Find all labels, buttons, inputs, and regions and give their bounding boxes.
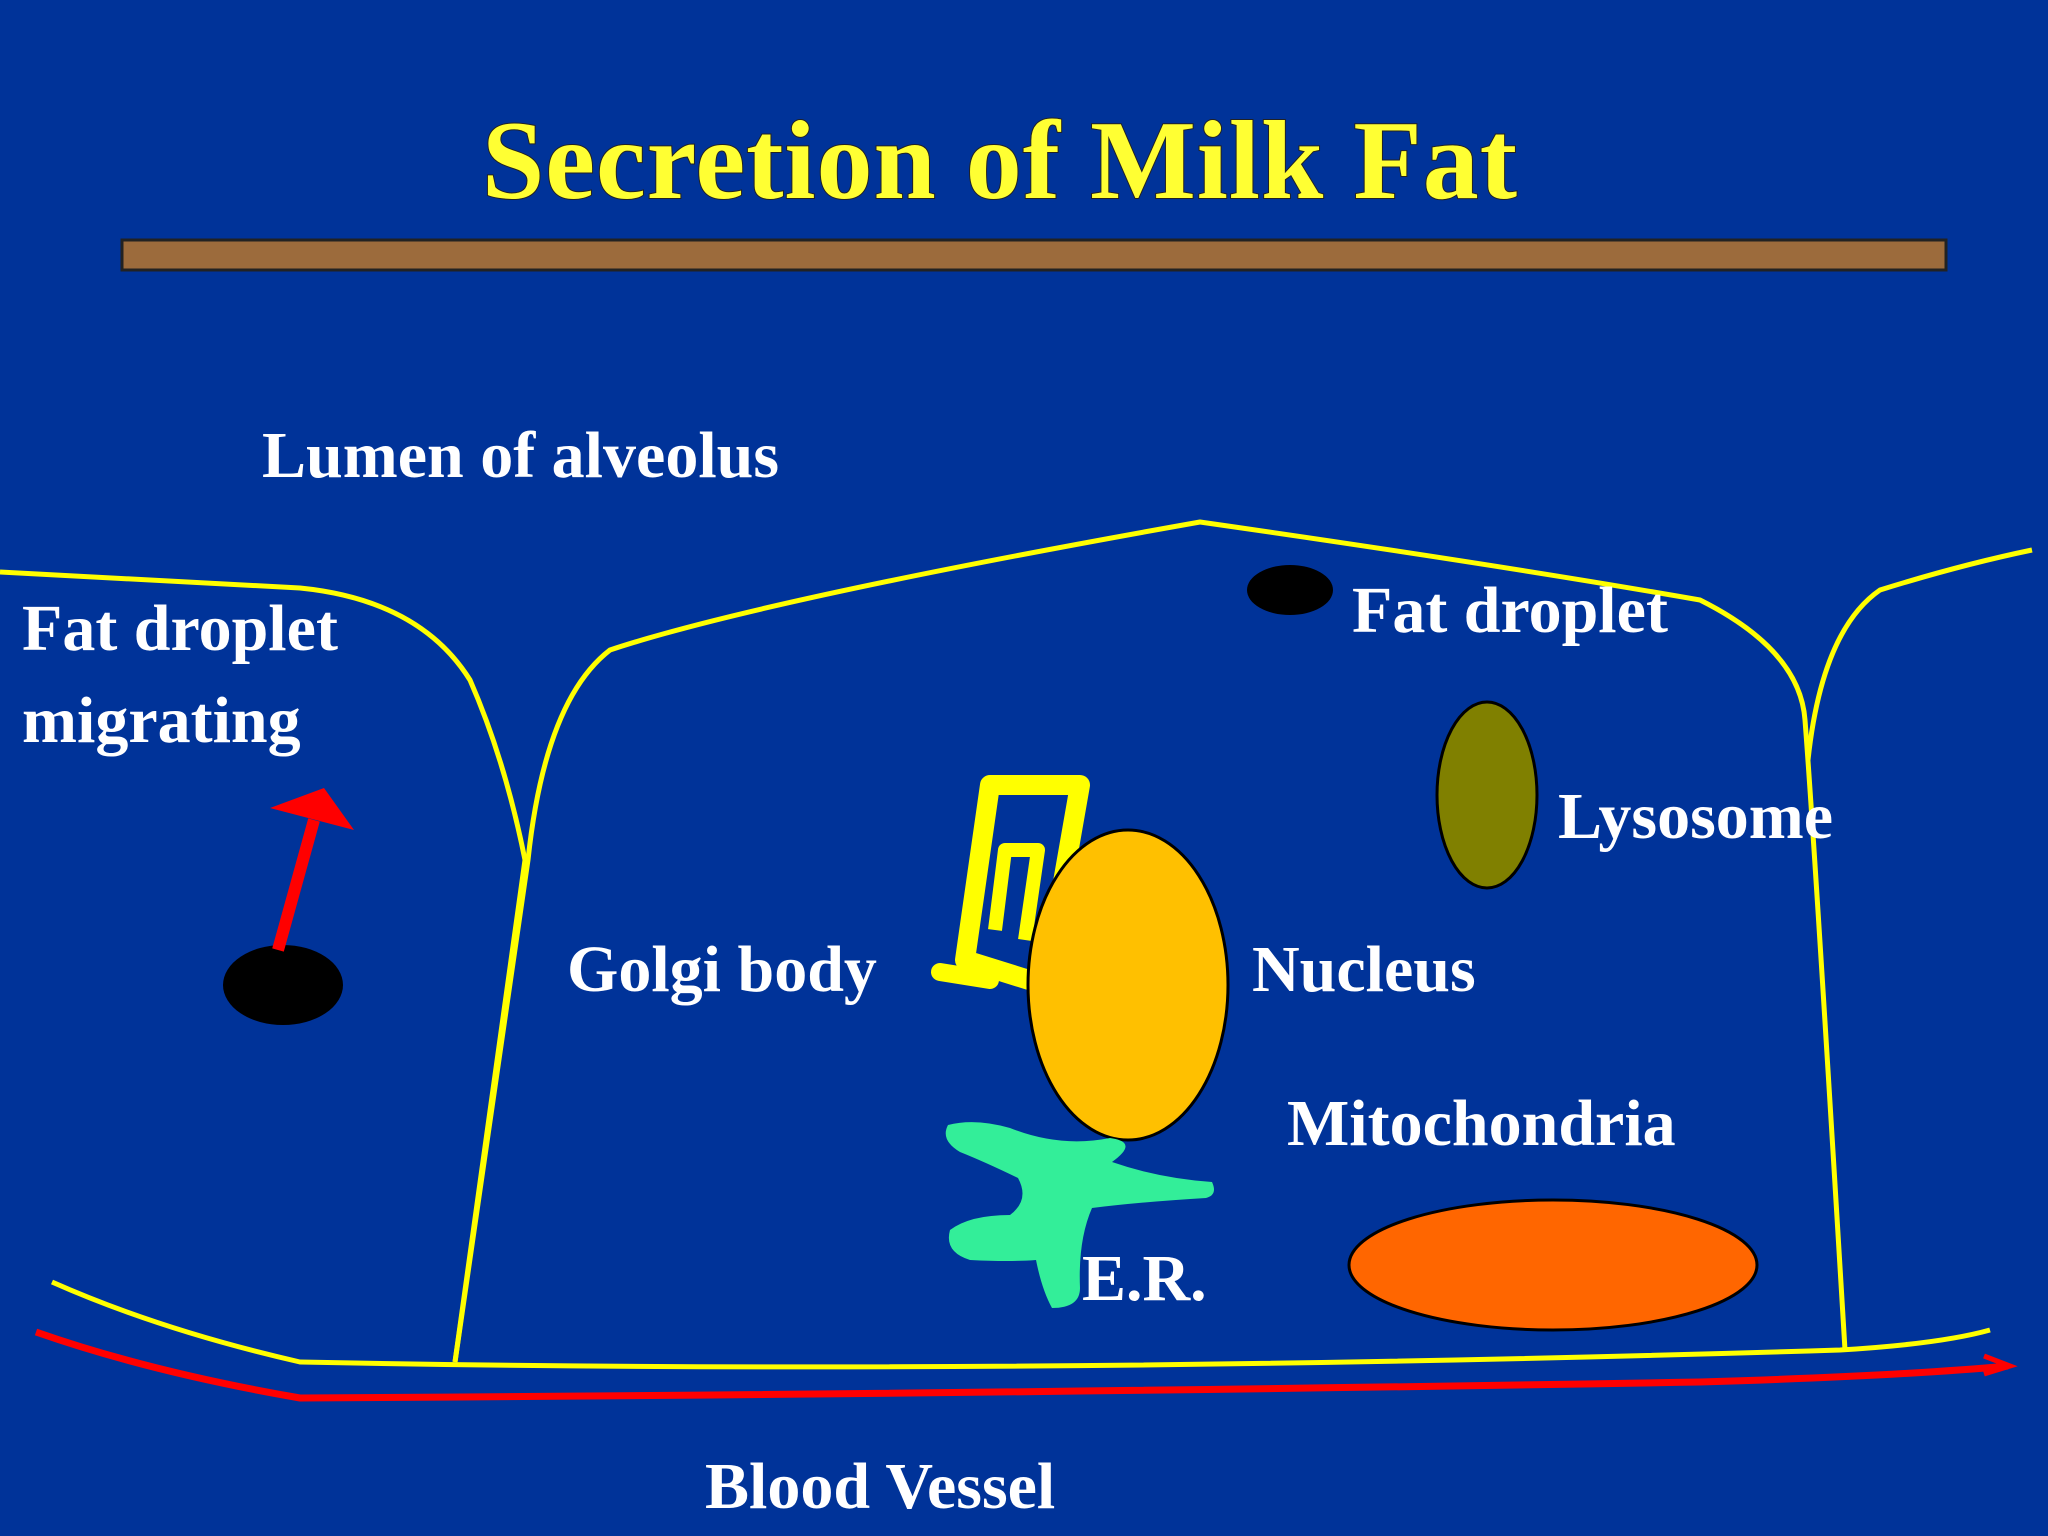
blood-vessel-line [34, 1328, 2009, 1402]
right-cell-membrane [1805, 547, 2033, 761]
label-nucleus: Nucleus [1252, 933, 1476, 1006]
label-fat-droplet-migrating-line2: migrating [22, 684, 301, 757]
label-golgi-body: Golgi body [567, 933, 877, 1006]
migration-arrow-shaft [272, 818, 320, 952]
nucleus-organelle [1026, 828, 1230, 1142]
label-fat-droplet-migrating-line1: Fat droplet [22, 592, 338, 665]
basal-membrane [50, 1279, 1991, 1370]
lysosome-organelle [1435, 700, 1539, 890]
blood-vessel-arrowhead [1983, 1353, 2018, 1377]
central-cell-membrane [452, 519, 1848, 1363]
golgi-body-organelle [931, 775, 1090, 995]
left-cell-membrane [0, 569, 528, 1363]
label-fat-droplet: Fat droplet [1352, 574, 1668, 647]
slide-title: Secretion of Milk Fat [482, 99, 1518, 223]
label-lumen-of-alveolus: Lumen of alveolus [262, 419, 779, 492]
golgi-cisterna-inner [988, 843, 1045, 942]
golgi-tail [931, 963, 999, 989]
label-er: E.R. [1082, 1242, 1207, 1315]
er-organelle [945, 1122, 1214, 1308]
migration-arrow-head [270, 788, 354, 830]
golgi-cisterna-outer [955, 775, 1090, 995]
title-divider-bar [120, 238, 1948, 272]
fat-droplet-migrating [223, 945, 343, 1025]
fat-droplet-in-cell [1247, 565, 1333, 615]
label-blood-vessel: Blood Vessel [705, 1450, 1055, 1523]
mitochondria-organelle [1347, 1198, 1759, 1332]
label-mitochondria: Mitochondria [1287, 1087, 1676, 1160]
label-lysosome: Lysosome [1558, 780, 1833, 853]
